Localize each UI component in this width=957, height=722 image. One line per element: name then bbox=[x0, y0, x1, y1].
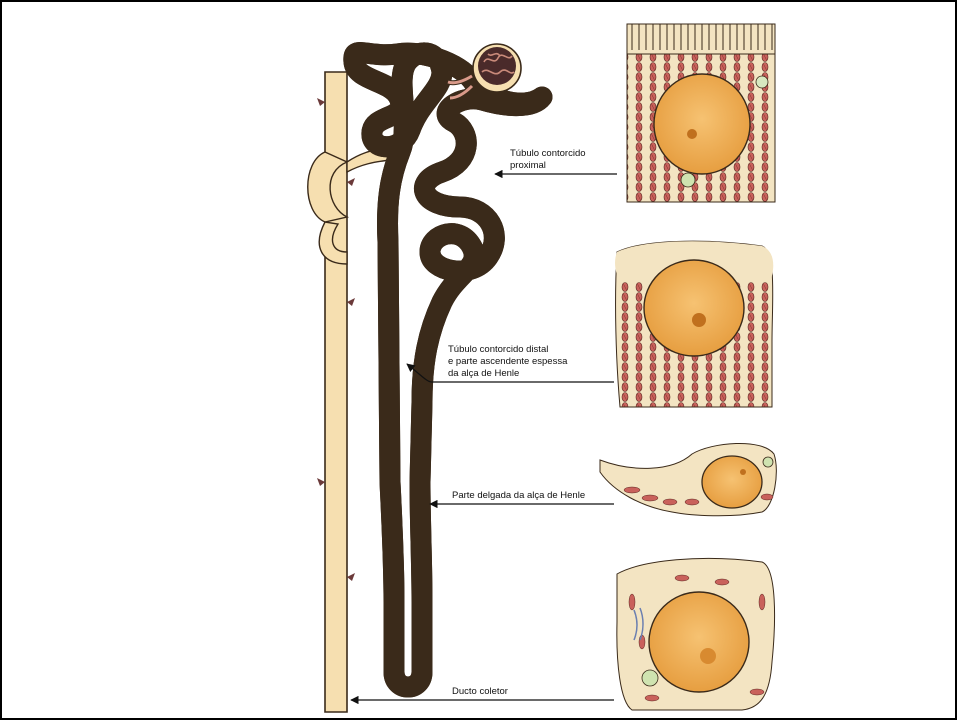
label-proximal-line1: Túbulo contorcido bbox=[510, 148, 586, 160]
cell-proximal bbox=[627, 24, 775, 202]
label-distal-line1: Túbulo contorcido distal bbox=[448, 344, 567, 356]
cell-thin-limb bbox=[600, 443, 776, 515]
cell-collecting-duct bbox=[617, 558, 775, 710]
label-proximal-line2: proximal bbox=[510, 160, 586, 172]
cell-distal bbox=[615, 241, 773, 407]
label-distal-line2: e parte ascendente espessa bbox=[448, 356, 567, 368]
label-thin-limb: Parte delgada da alça de Henle bbox=[452, 490, 585, 502]
label-collecting-duct: Ducto coletor bbox=[452, 686, 508, 698]
collecting-duct bbox=[308, 72, 390, 712]
label-distal: Túbulo contorcido distal e parte ascende… bbox=[448, 344, 567, 380]
label-distal-line3: da alça de Henle bbox=[448, 368, 567, 380]
label-proximal: Túbulo contorcido proximal bbox=[510, 148, 586, 172]
